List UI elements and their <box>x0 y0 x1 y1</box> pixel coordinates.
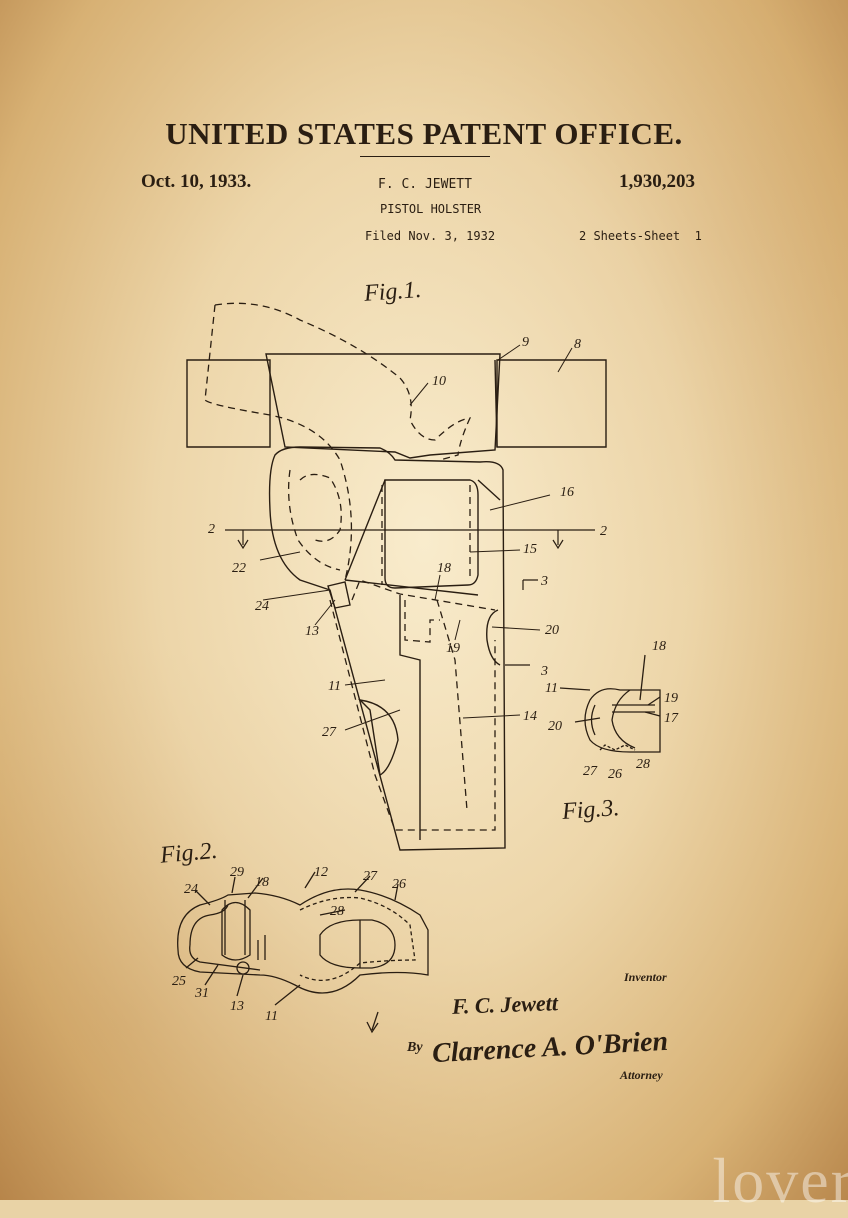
fig3-ref: 18 <box>652 639 666 654</box>
holster-body <box>270 447 505 850</box>
fig1-label: Fig.1. <box>362 277 422 307</box>
attorney-label: Attorney <box>620 1068 663 1083</box>
fig1-ref: 18 <box>437 561 451 576</box>
fig2-ref: 28 <box>330 904 344 919</box>
fig1-ref: 2 <box>600 524 607 539</box>
fig1-ref: 16 <box>560 485 574 500</box>
fig1-ref: 15 <box>523 542 537 557</box>
fig1-ref: 9 <box>522 335 529 350</box>
inventor-signature: F. C. Jewett <box>452 990 559 1020</box>
fig1-ref: 19 <box>446 641 460 656</box>
fig1-ref: 2 <box>208 522 215 537</box>
fig1-ref: 13 <box>305 624 319 639</box>
watermark: lover <box>713 1144 848 1218</box>
belt-left-segment <box>187 360 270 447</box>
fig2-ref: 27 <box>363 869 378 884</box>
holster-pocket <box>385 480 478 588</box>
fig3-ref: 26 <box>608 767 622 782</box>
fig2-ref: 31 <box>194 986 209 1001</box>
fig1-ref: 10 <box>432 374 446 389</box>
fig2-ref: 26 <box>392 877 406 892</box>
fig1-ref: 24 <box>255 599 269 614</box>
fig1-ref: 11 <box>328 679 341 694</box>
fig2-ref: 18 <box>255 875 269 890</box>
fig2-label: Fig.2. <box>158 838 218 869</box>
by-label: By <box>407 1040 423 1056</box>
fig1-ref: 3 <box>540 574 548 589</box>
fig1-ref: 22 <box>232 561 246 576</box>
fig3-label: Fig.3. <box>560 795 620 825</box>
fig1-ref: 8 <box>574 337 581 352</box>
fig1-ref: 14 <box>523 709 537 724</box>
belt-loop <box>266 354 500 458</box>
fig1-ref: 20 <box>545 623 559 638</box>
fig3-ref: 11 <box>545 681 558 696</box>
belt-right-segment <box>497 360 606 447</box>
fig1-ref: 27 <box>322 725 337 740</box>
fig3-ref: 17 <box>664 711 679 726</box>
fig3-ref: 27 <box>583 764 598 779</box>
fig2-ref: 25 <box>172 974 186 989</box>
fig2-ref: 12 <box>314 865 328 880</box>
fig1-ref: 3 <box>540 664 548 679</box>
thumb-snap <box>360 700 398 775</box>
fig3-ref: 20 <box>548 719 562 734</box>
fig3-ref: 19 <box>664 691 678 706</box>
fig3-ref: 28 <box>636 757 650 772</box>
fig2-ref: 29 <box>230 865 244 880</box>
fig2-ref: 13 <box>230 999 244 1014</box>
fig2-ref: 24 <box>184 882 198 897</box>
fig3-detail <box>560 655 660 752</box>
fig2-ref: 11 <box>265 1009 278 1024</box>
fig2-section <box>178 872 428 1032</box>
inventor-label: Inventor <box>624 970 667 985</box>
